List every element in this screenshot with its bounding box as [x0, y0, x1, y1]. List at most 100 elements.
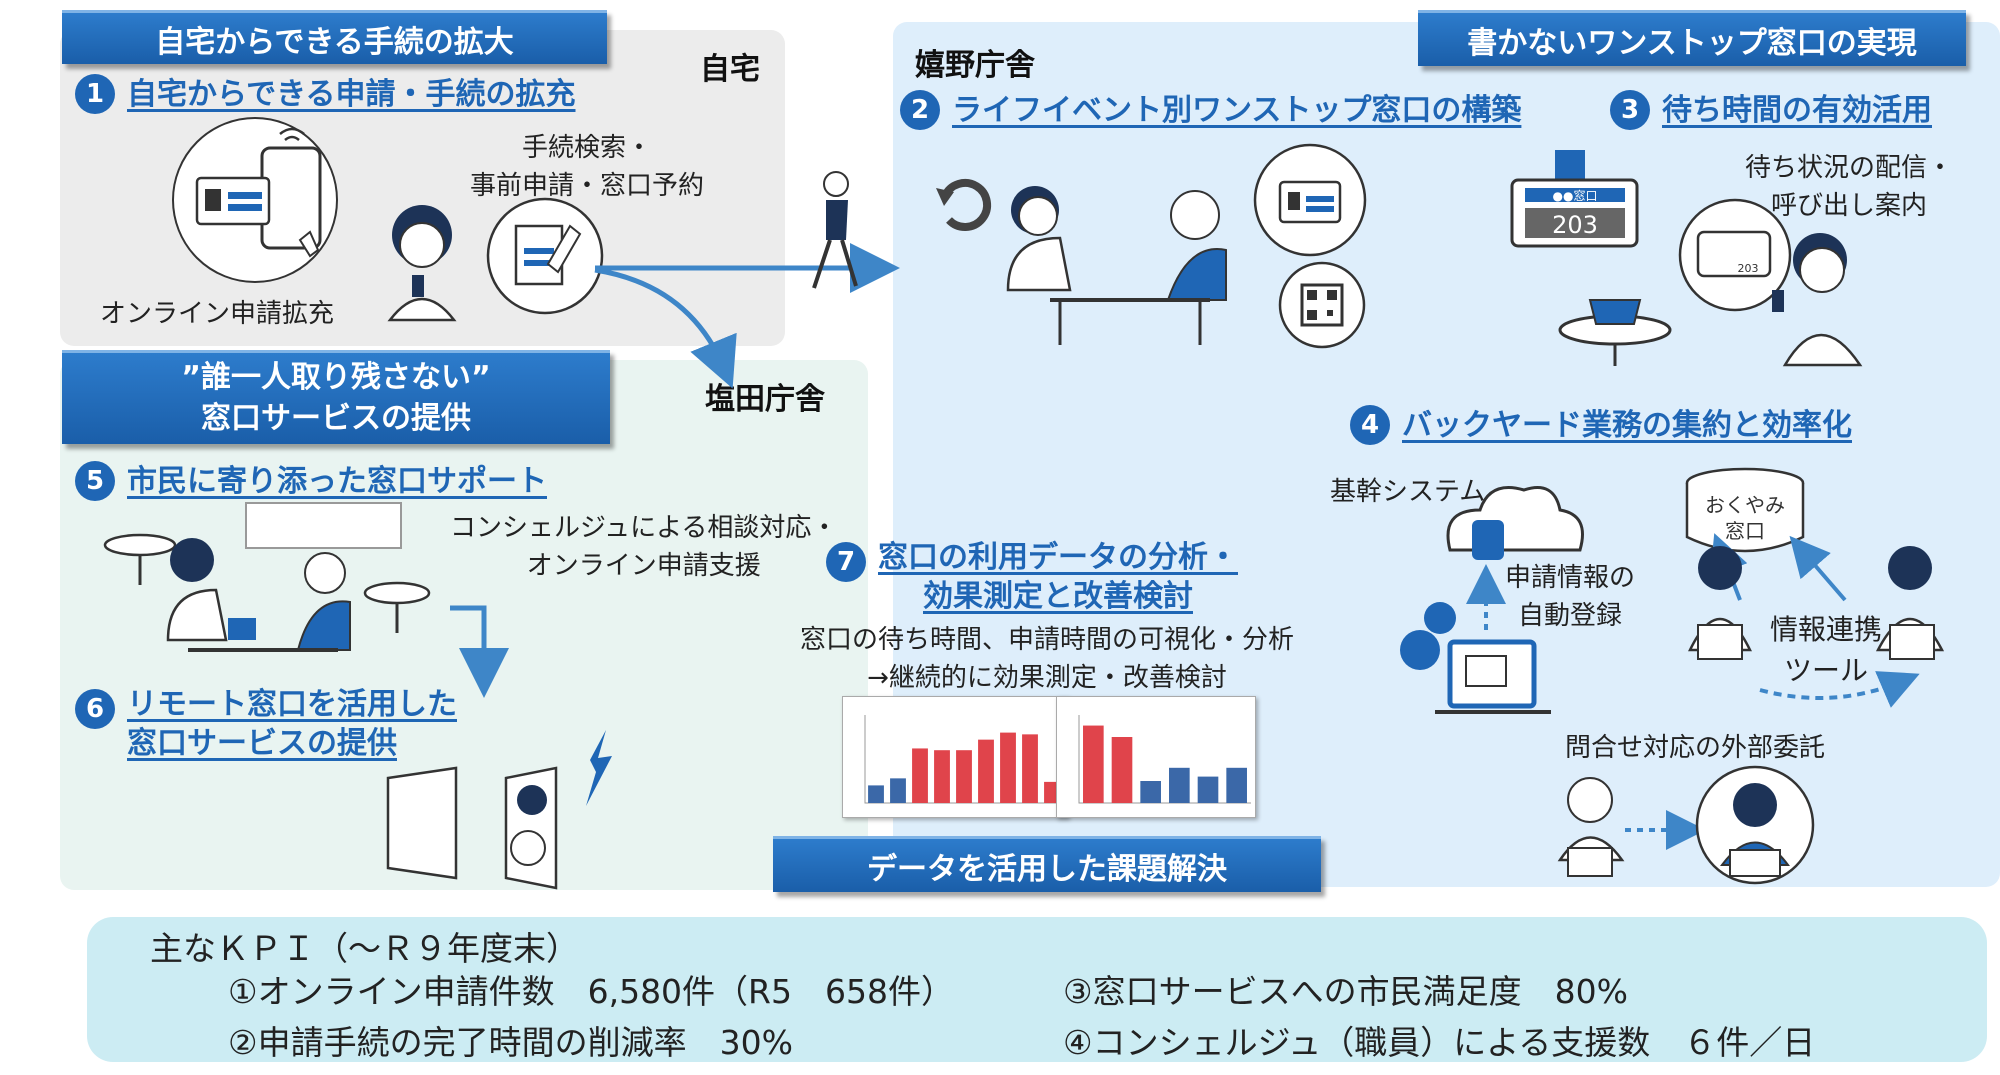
application-time-chart-thumbnail: [1056, 696, 1256, 818]
wait-note-line2: 呼び出し案内: [1771, 190, 1928, 221]
kpi-item-4: ④コンシェルジュ（職員）による支援数 ６件／日: [1063, 1023, 1816, 1062]
remote-window-icon: [386, 730, 612, 890]
item-7-title-line2: 効果測定と改善検討: [923, 579, 1193, 614]
link-tool-line2: ツール: [1784, 653, 1869, 687]
chart-bar: [1022, 734, 1038, 803]
online-form-icon: [486, 197, 604, 315]
chart-bar: [1140, 781, 1161, 803]
phone-number-display: 203: [1738, 262, 1759, 275]
banner-onestop: 書かないワンストップ窓口の実現: [1418, 10, 1966, 66]
chart-bar: [868, 785, 884, 803]
woman-with-phone-icon: [387, 205, 457, 322]
gear-icon: [1400, 602, 1456, 670]
qr-code-bubble-icon: [1278, 261, 1366, 349]
search-note-line2: 事前申請・窓口予約: [470, 170, 705, 201]
analysis-note-line2: →継続的に効果測定・改善検討: [867, 662, 1227, 693]
item-3-heading: 3 待ち時間の有効活用: [1610, 90, 1932, 130]
link-tool-dotted-arrow: [1759, 671, 1920, 708]
chart-bar: [934, 750, 950, 803]
item-4-number: 4: [1350, 405, 1390, 445]
item-5-heading: 5 市民に寄り添った窓口サポート: [75, 461, 547, 501]
banner-no-one-left-behind: ”誰一人取り残さない” 窓口サービスの提供: [62, 350, 610, 444]
item-4-heading: 4 バックヤード業務の集約と効率化: [1350, 405, 1852, 445]
staff-and-citizen-at-table-icon: [1006, 186, 1227, 345]
item-5-number: 5: [75, 461, 115, 501]
item-6-heading: 6 リモート窓口を活用した 窓口サービスの提供: [75, 685, 457, 763]
arrow-to-okuyami-right: [1789, 535, 1847, 602]
wait-time-chart: [864, 715, 1063, 804]
item-1-heading: 1 自宅からできる申請・手続の拡充: [75, 74, 576, 114]
chart-axis: [864, 715, 1063, 804]
call-center-operator-icon: [1695, 765, 1815, 885]
chart-bar: [978, 739, 994, 803]
chart-bar: [956, 750, 972, 803]
item-6-title-line2: 窓口サービスの提供: [127, 726, 397, 761]
smartphone-application-icon: [172, 117, 338, 283]
core-system-label: 基幹システム: [1330, 477, 1486, 507]
chart-bar: [1000, 732, 1016, 803]
wait-time-chart-thumbnail: [842, 696, 1068, 818]
laptop-icon: [1435, 639, 1551, 714]
chart-bar: [1169, 767, 1190, 803]
item-2-number: 2: [900, 90, 940, 130]
item-3-title: 待ち時間の有効活用: [1662, 92, 1932, 128]
analysis-note-line1: 窓口の待ち時間、申請時間の可視化・分析: [800, 625, 1295, 655]
okuyami-line1: おくやみ: [1705, 493, 1785, 517]
display-board-number: 203: [1552, 211, 1598, 239]
walking-person-icon: [812, 171, 858, 289]
auto-registration-note: 申請情報の 自動登録: [1505, 560, 1635, 635]
kpi-item-3: ③窓口サービスへの市民満足度 80%: [1063, 972, 1628, 1011]
tables-icon: [103, 502, 431, 633]
item-3-number: 3: [1610, 90, 1650, 130]
man-with-phone-icon: [1772, 233, 1863, 367]
place-home: 自宅: [700, 52, 760, 87]
item-2-heading: 2 ライフイベント別ワンストップ窓口の構築: [900, 90, 1521, 130]
search-note-line1: 手続検索・: [522, 133, 653, 163]
online-expansion-note: オンライン申請拡充: [100, 299, 335, 329]
item-5-title: 市民に寄り添った窓口サポート: [127, 463, 547, 499]
chart-bar: [890, 778, 906, 803]
kpi-item-2: ②申請手続の完了時間の削減率 30%: [228, 1023, 793, 1062]
item-6-number: 6: [75, 689, 115, 729]
item-6-title: リモート窓口を活用した 窓口サービスの提供: [127, 685, 457, 763]
item-1-title: 自宅からできる申請・手続の拡充: [127, 76, 576, 112]
concierge-consultation-icon: [166, 538, 351, 652]
coffee-cup-icon: [1558, 299, 1672, 366]
kpi-panel: [87, 917, 1987, 1062]
phone-caller-icon: [1557, 777, 1625, 877]
number-display-board-icon: ●●窓口 203: [1510, 150, 1639, 248]
concierge-note-line2: オンライン申請支援: [526, 550, 761, 581]
arrow-to-shioda: [594, 267, 737, 389]
phone-notification-bubble-icon: 203: [1678, 198, 1792, 312]
item-2-title: ライフイベント別ワンストップ窓口の構築: [952, 92, 1522, 128]
banner-no-one-left-line2: 窓口サービスの提供: [201, 400, 471, 436]
id-card-bubble-icon: [1253, 143, 1367, 257]
cloud-database-icon: [1446, 486, 1584, 560]
item-4-title: バックヤード業務の集約と効率化: [1402, 407, 1852, 443]
auto-reg-line2: 自動登録: [1518, 600, 1623, 631]
item-1-number: 1: [75, 74, 115, 114]
banner-home-procedures: 自宅からできる手続の拡大: [62, 10, 607, 64]
chart-bar: [1044, 781, 1060, 803]
link-tool-note: 情報連携 ツール: [1770, 610, 1882, 691]
okuyami-window-database-icon: おくやみ 窓口: [1685, 467, 1805, 553]
auto-reg-line1: 申請情報の: [1505, 563, 1636, 593]
kpi-item-1: ①オンライン申請件数 6,580件（R5 658件）: [228, 972, 954, 1011]
chart-bar: [1111, 737, 1133, 803]
concierge-note: コンシェルジュによる相談対応・ オンライン申請支援: [450, 510, 837, 585]
refresh-icon: [936, 179, 992, 231]
banner-no-one-left-line1: ”誰一人取り残さない”: [181, 360, 491, 395]
wait-note-line1: 待ち状況の配信・: [1745, 153, 1954, 183]
wait-status-note: 待ち状況の配信・ 呼び出し案内: [1745, 150, 1953, 225]
chart-axis: [1078, 715, 1251, 804]
staff-at-laptop-left-icon: [1688, 546, 1752, 660]
outsourcing-note: 問合せ対応の外部委託: [1565, 733, 1826, 763]
item-7-heading: 7 窓口の利用データの分析・ 効果測定と改善検討: [826, 538, 1238, 616]
staff-at-laptop-right-icon: [1875, 546, 1945, 660]
search-reserve-note: 手続検索・ 事前申請・窓口予約: [470, 130, 704, 205]
kpi-title: 主なＫＰＩ（～Ｒ９年度末）: [150, 929, 579, 968]
chart-bar: [912, 748, 928, 803]
chart-bar: [1226, 767, 1247, 803]
item-7-title: 窓口の利用データの分析・ 効果測定と改善検討: [878, 538, 1238, 616]
